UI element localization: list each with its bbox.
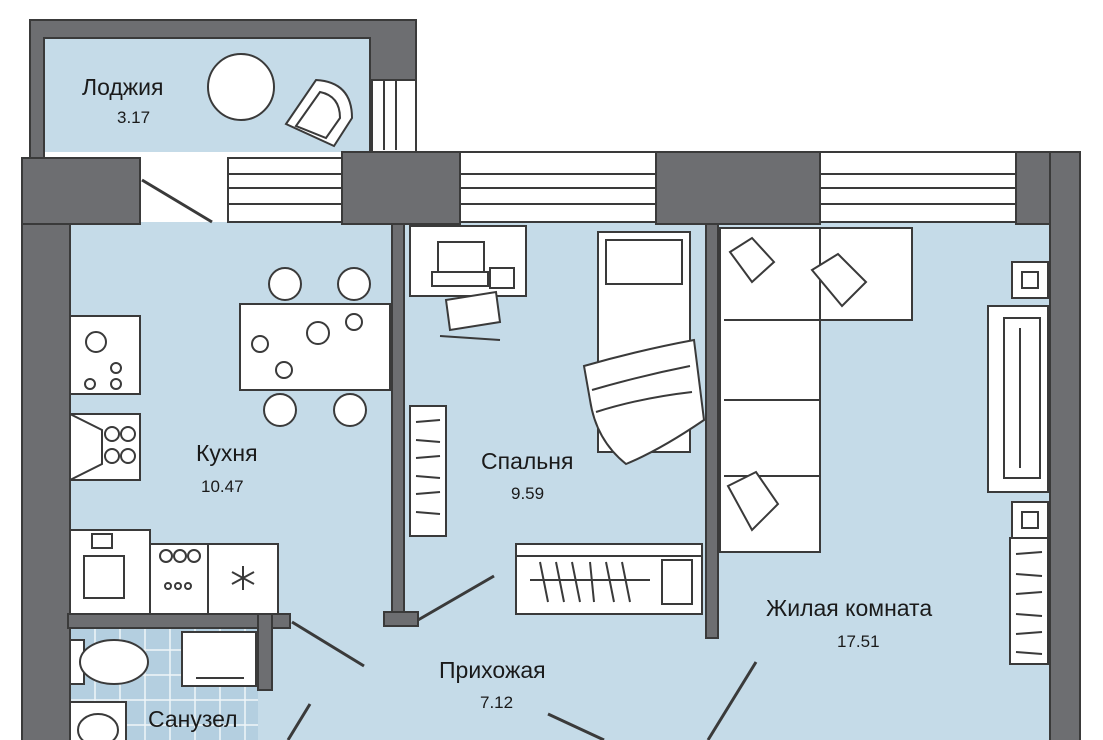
doors xyxy=(141,178,758,740)
room-name-bathroom: Санузел xyxy=(148,706,238,732)
kitchen-window xyxy=(227,157,343,223)
room-area-hallway: 7.12 xyxy=(480,693,514,712)
round-table xyxy=(207,53,275,121)
room-area-kitchen: 10.47 xyxy=(201,477,244,496)
bookshelf xyxy=(409,405,447,537)
bathroom-wall-right xyxy=(257,613,273,691)
living-bookshelf xyxy=(1009,537,1049,665)
living-door xyxy=(706,661,758,740)
bedroom-living-partition xyxy=(705,223,719,639)
top-wall-mid2 xyxy=(655,151,821,225)
room-area-living: 17.51 xyxy=(837,632,880,651)
room-name-hallway: Прихожая xyxy=(439,657,546,683)
room-name-kitchen: Кухня xyxy=(196,440,258,466)
top-wall-mid xyxy=(341,151,461,225)
room-name-bedroom: Спальня xyxy=(481,448,574,474)
loggia-door xyxy=(141,178,213,224)
kitchen-door xyxy=(291,620,365,668)
top-wall-kitchen xyxy=(21,157,141,225)
laptop xyxy=(437,241,485,273)
room-name-loggia: Лоджия xyxy=(82,74,164,100)
kitchen-furniture xyxy=(69,267,391,615)
bedroom-furniture xyxy=(409,225,706,615)
office-chair xyxy=(444,290,502,332)
room-area-bedroom: 9.59 xyxy=(511,484,545,503)
counter-top xyxy=(69,315,141,395)
windows xyxy=(227,80,1017,223)
right-outer-wall xyxy=(1049,151,1081,740)
bedroom-door xyxy=(417,574,495,622)
walls xyxy=(21,19,1081,740)
chair xyxy=(268,267,302,301)
bathroom-door xyxy=(286,703,312,740)
loggia-furniture xyxy=(207,53,354,148)
bathroom-wall-top xyxy=(67,613,291,629)
living-furniture xyxy=(719,227,1049,665)
room-name-living: Жилая комната xyxy=(766,595,933,621)
bedroom-door-stub xyxy=(383,611,419,627)
side-lamp xyxy=(1011,501,1049,539)
room-area-loggia: 3.17 xyxy=(117,108,151,127)
blanket xyxy=(582,338,706,466)
left-outer-wall xyxy=(21,157,71,740)
kitchen-bedroom-partition xyxy=(391,223,405,625)
cushion xyxy=(728,236,776,284)
loggia-window-frame xyxy=(371,79,417,153)
toilet xyxy=(79,639,149,685)
bathroom-fixtures xyxy=(69,631,257,740)
entry-door xyxy=(547,712,605,740)
